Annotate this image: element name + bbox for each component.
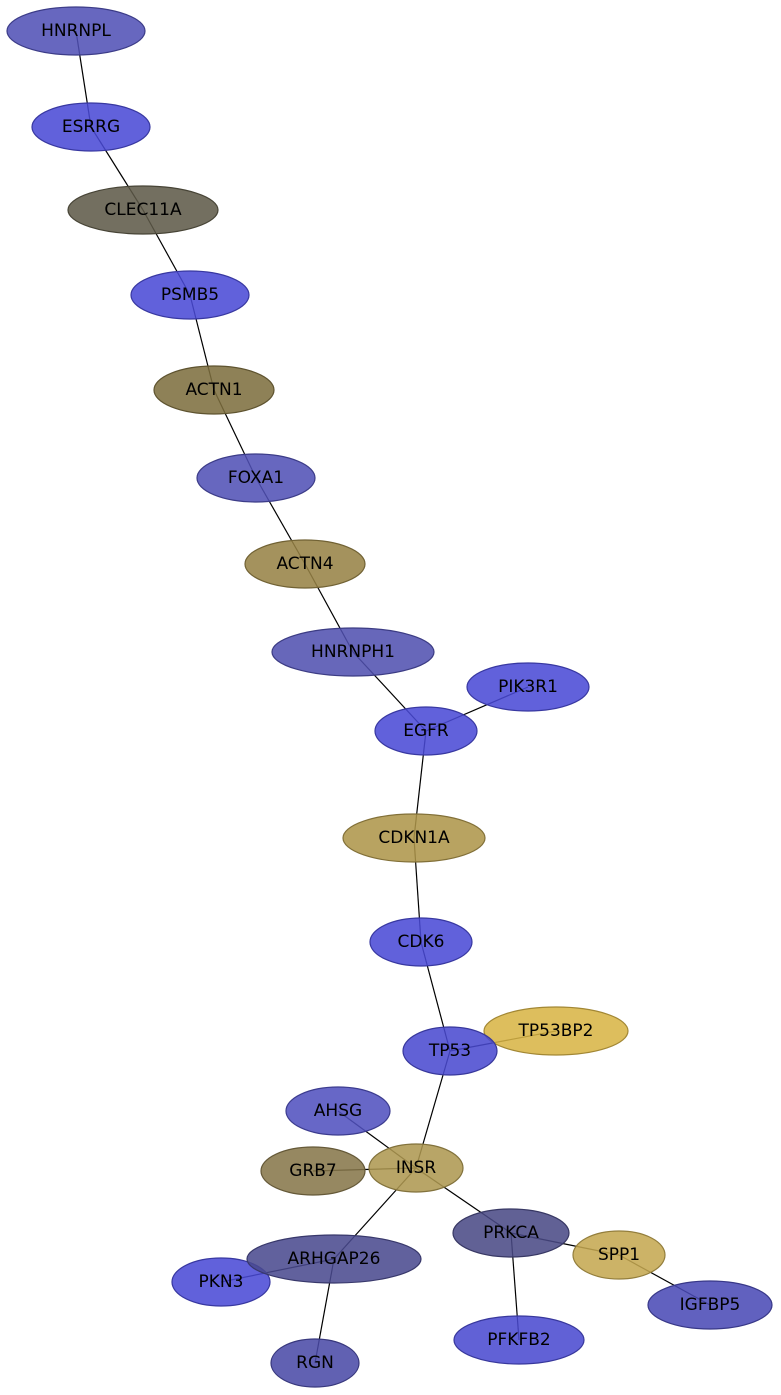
node-foxa1[interactable]: FOXA1 (196, 453, 316, 503)
node-ellipse (368, 1143, 464, 1193)
node-label: INSR (396, 1158, 437, 1178)
node-insr[interactable]: INSR (368, 1143, 464, 1193)
node-ellipse (244, 539, 366, 589)
node-ellipse (374, 706, 478, 756)
node-label: PSMB5 (161, 285, 219, 305)
node-rgn[interactable]: RGN (270, 1338, 360, 1388)
node-ellipse (402, 1026, 498, 1076)
node-ellipse (285, 1086, 391, 1136)
node-ellipse (647, 1280, 773, 1330)
node-clec11a[interactable]: CLEC11A (67, 185, 219, 235)
node-label: ARHGAP26 (288, 1249, 381, 1269)
node-tp53[interactable]: TP53 (402, 1026, 498, 1076)
node-ellipse (572, 1230, 666, 1280)
node-hnrnpl[interactable]: HNRNPL (6, 6, 146, 56)
node-ellipse (452, 1208, 570, 1258)
node-label: IGFBP5 (680, 1295, 741, 1315)
node-ellipse (153, 365, 275, 415)
node-label: PKN3 (199, 1272, 244, 1292)
node-ellipse (483, 1006, 629, 1056)
node-ellipse (196, 453, 316, 503)
node-igfbp5[interactable]: IGFBP5 (647, 1280, 773, 1330)
node-ellipse (453, 1315, 585, 1365)
node-label: HNRNPL (41, 21, 111, 41)
node-ellipse (260, 1146, 366, 1196)
node-hnrnph1[interactable]: HNRNPH1 (271, 627, 435, 677)
node-label: CDKN1A (378, 828, 450, 848)
nodes-layer: HNRNPL ESRRG CLEC11A PSMB5ACTN1FOXA1ACTN4HN… (6, 6, 773, 1388)
node-label: GRB7 (289, 1161, 336, 1181)
node-label: FOXA1 (228, 468, 284, 488)
node-ellipse (342, 813, 486, 863)
node-label: SPP1 (598, 1245, 640, 1265)
node-ellipse (466, 662, 590, 712)
node-label: PFKFB2 (487, 1330, 550, 1350)
node-cdkn1a[interactable]: CDKN1A (342, 813, 486, 863)
node-prkca[interactable]: PRKCA (452, 1208, 570, 1258)
node-label: CDK6 (398, 932, 445, 952)
node-pik3r1[interactable]: PIK3R1 (466, 662, 590, 712)
node-label: PRKCA (483, 1223, 539, 1243)
node-label: ACTN1 (185, 380, 242, 400)
node-grb7[interactable]: GRB7 (260, 1146, 366, 1196)
node-label: ACTN4 (276, 554, 333, 574)
node-psmb5[interactable]: PSMB5 (130, 270, 250, 320)
node-ellipse (130, 270, 250, 320)
node-label: EGFR (403, 721, 449, 741)
node-ellipse (270, 1338, 360, 1388)
node-spp1[interactable]: SPP1 (572, 1230, 666, 1280)
node-pfkfb2[interactable]: PFKFB2 (453, 1315, 585, 1365)
node-actn4[interactable]: ACTN4 (244, 539, 366, 589)
node-label: AHSG (314, 1101, 362, 1121)
node-ellipse (246, 1234, 422, 1284)
node-egfr[interactable]: EGFR (374, 706, 478, 756)
node-label: CLEC11A (104, 200, 182, 220)
node-label: RGN (296, 1353, 334, 1373)
node-pkn3[interactable]: PKN3 (171, 1257, 271, 1307)
node-ellipse (67, 185, 219, 235)
node-ellipse (31, 102, 151, 152)
node-actn1[interactable]: ACTN1 (153, 365, 275, 415)
node-label: TP53 (428, 1041, 471, 1061)
node-label: TP53BP2 (518, 1021, 594, 1041)
node-arhgap26[interactable]: ARHGAP26 (246, 1234, 422, 1284)
node-ahsg[interactable]: AHSG (285, 1086, 391, 1136)
node-tp53bp2[interactable]: TP53BP2 (483, 1006, 629, 1056)
node-cdk6[interactable]: CDK6 (369, 917, 473, 967)
node-esrrg[interactable]: ESRRG (31, 102, 151, 152)
node-label: ESRRG (62, 117, 120, 137)
node-label: PIK3R1 (498, 677, 558, 697)
node-ellipse (171, 1257, 271, 1307)
node-label: HNRNPH1 (311, 642, 395, 662)
node-ellipse (369, 917, 473, 967)
node-ellipse (6, 6, 146, 56)
node-ellipse (271, 627, 435, 677)
